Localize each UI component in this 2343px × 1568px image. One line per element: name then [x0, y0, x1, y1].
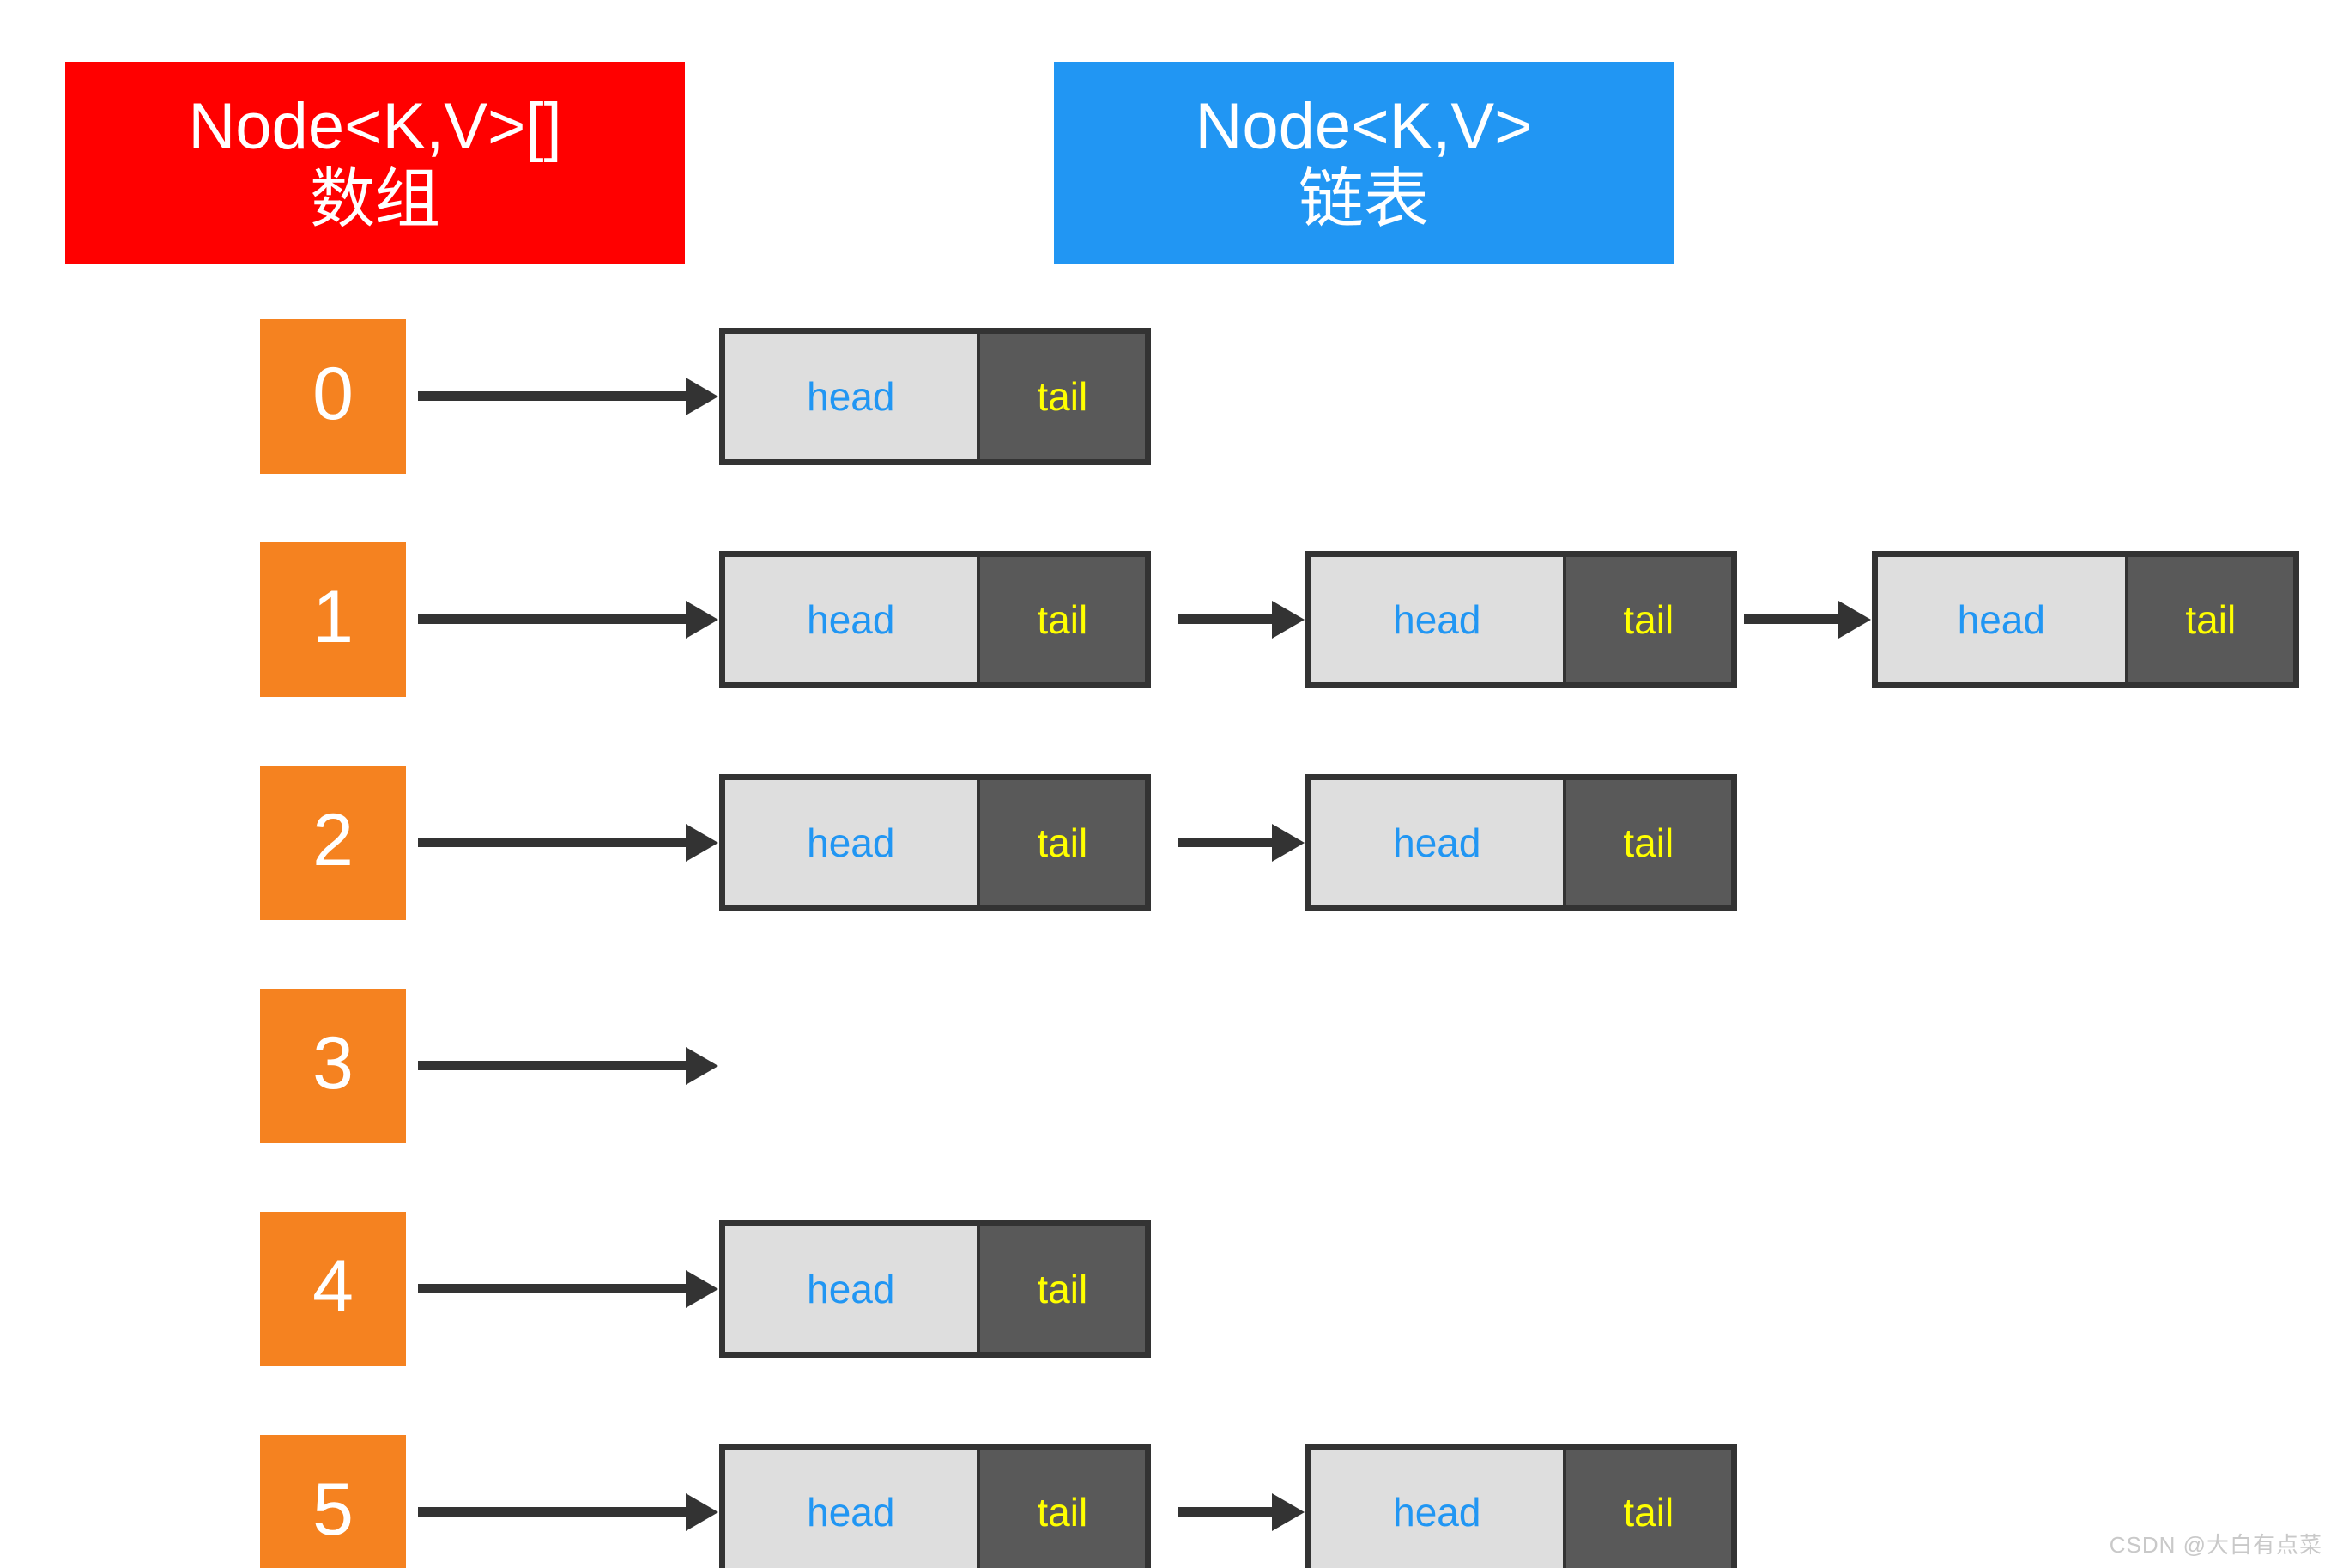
node-head-cell: head	[725, 1450, 980, 1568]
pointer-arrow-2-1	[1178, 824, 1305, 862]
node-tail-cell: tail	[979, 334, 1145, 459]
pointer-arrow-5-1	[1178, 1493, 1305, 1531]
node-head-cell: head	[725, 1226, 980, 1352]
node-tail-cell: tail	[979, 1450, 1145, 1568]
arrow-line	[418, 1284, 687, 1293]
node-tail-cell: tail	[979, 557, 1145, 682]
arrow-line	[1744, 614, 1840, 624]
pointer-arrow-5-0	[418, 1493, 718, 1531]
arrow-head-icon	[1272, 824, 1305, 862]
node-tail-cell: tail	[1565, 557, 1731, 682]
arrow-line	[1178, 1507, 1274, 1517]
arrow-head-icon	[1272, 601, 1305, 639]
node-head-cell: head	[1311, 557, 1566, 682]
arrow-line	[418, 391, 687, 401]
pointer-arrow-2-0	[418, 824, 718, 862]
legend-array-type: Node<K,V>[]	[188, 89, 562, 163]
legend-linkedlist-box: Node<K,V> 链表	[1054, 62, 1674, 264]
arrow-head-icon	[686, 601, 718, 639]
legend-linkedlist-cn: 链表	[1299, 163, 1429, 236]
arrow-head-icon	[1838, 601, 1871, 639]
node-head-cell: head	[725, 557, 980, 682]
bucket-row-3: 3	[0, 989, 2343, 1143]
watermark-text: CSDN @大白有点菜	[2109, 1532, 2322, 1558]
node-tail-cell: tail	[1565, 780, 1731, 905]
bucket-index-3[interactable]: 3	[260, 989, 406, 1143]
node-tail-cell: tail	[2128, 557, 2293, 682]
arrow-line	[418, 1507, 687, 1517]
node-head-cell: head	[725, 334, 980, 459]
arrow-head-icon	[686, 378, 718, 415]
arrow-head-icon	[686, 1493, 718, 1531]
pointer-arrow-1-2	[1744, 601, 1871, 639]
legend-array-box: Node<K,V>[] 数组	[65, 62, 685, 264]
node-head-cell: head	[1311, 1450, 1566, 1568]
pointer-arrow-0-0	[418, 378, 718, 415]
arrow-line	[418, 614, 687, 624]
bucket-index-1[interactable]: 1	[260, 542, 406, 697]
legend-linkedlist-type: Node<K,V>	[1195, 89, 1533, 163]
arrow-line	[418, 1061, 687, 1070]
bucket-index-5[interactable]: 5	[260, 1435, 406, 1568]
node-tail-cell: tail	[1565, 1450, 1731, 1568]
arrow-line	[418, 838, 687, 847]
node-tail-cell: tail	[979, 780, 1145, 905]
pointer-arrow-1-1	[1178, 601, 1305, 639]
bucket-index-0[interactable]: 0	[260, 319, 406, 474]
legend-array-cn: 数组	[310, 163, 440, 236]
node-head-cell: head	[1878, 557, 2128, 682]
pointer-arrow-1-0	[418, 601, 718, 639]
node-head-cell: head	[725, 780, 980, 905]
arrow-line	[1178, 838, 1274, 847]
bucket-index-4[interactable]: 4	[260, 1212, 406, 1366]
arrow-line	[1178, 614, 1274, 624]
node-tail-cell: tail	[979, 1226, 1145, 1352]
arrow-head-icon	[1272, 1493, 1305, 1531]
null-pointer-arrow-3-0	[418, 1047, 718, 1085]
node-head-cell: head	[1311, 780, 1566, 905]
arrow-head-icon	[686, 824, 718, 862]
arrow-head-icon	[686, 1270, 718, 1308]
arrow-head-icon	[686, 1047, 718, 1085]
pointer-arrow-4-0	[418, 1270, 718, 1308]
bucket-index-2[interactable]: 2	[260, 766, 406, 920]
